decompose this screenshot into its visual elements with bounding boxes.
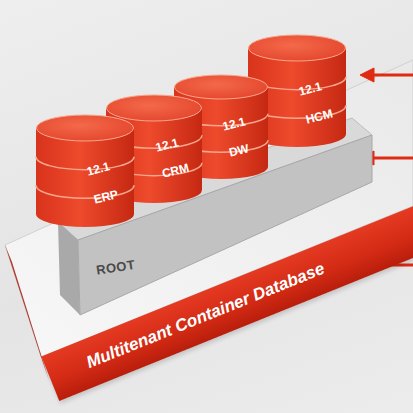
database-cylinder: 12.1ERP	[36, 114, 134, 228]
cylinder-body	[174, 87, 268, 179]
disk-seam	[174, 140, 268, 152]
cylinder-body	[106, 108, 202, 203]
arrow-head	[360, 68, 374, 82]
cylinder-top	[107, 95, 202, 121]
arrow-line	[372, 74, 413, 77]
arrow-line	[372, 157, 413, 160]
root-side	[58, 222, 80, 315]
disk-seam	[248, 77, 346, 90]
cylinder-top	[249, 35, 346, 61]
cylinder-top	[175, 75, 268, 99]
disk-seam	[36, 157, 134, 170]
disk-seam	[36, 185, 134, 198]
cylinder-body	[248, 48, 346, 147]
cylinder-shape	[36, 114, 134, 228]
cylinder-top	[37, 115, 134, 141]
cylinder-body	[36, 128, 134, 227]
